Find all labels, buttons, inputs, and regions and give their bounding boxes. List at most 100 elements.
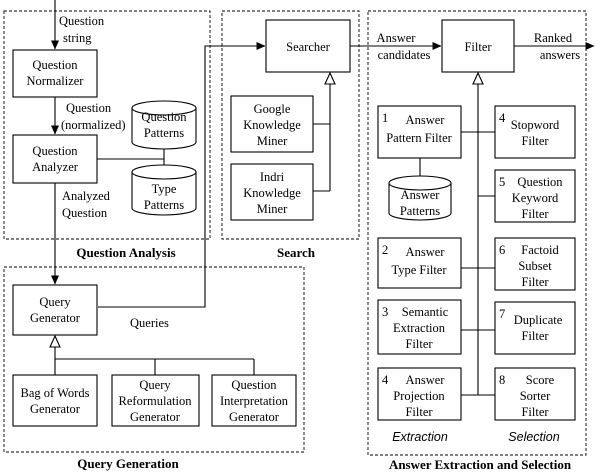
svg-text:Filter: Filter <box>405 405 433 419</box>
svg-text:Duplicate: Duplicate <box>514 313 563 327</box>
svg-text:Answer: Answer <box>406 373 446 387</box>
question-analyzer-line-1: Question <box>32 144 78 158</box>
svg-text:Semantic: Semantic <box>402 305 449 319</box>
generator-inheritance <box>49 334 255 375</box>
svg-text:3: 3 <box>382 305 388 319</box>
filter-answer-pattern: 1 Answer Pattern Filter <box>377 105 462 159</box>
svg-text:1: 1 <box>382 111 388 125</box>
bow-generator-box <box>12 374 98 427</box>
answer-patterns-line-1: Answer <box>401 188 441 202</box>
question-patterns-line-1: Question <box>141 110 187 124</box>
column-label-extraction: Extraction <box>392 430 448 444</box>
filter-score-sorter: 8 Score Sorter Filter <box>494 367 576 421</box>
question-normalizer-box <box>12 49 98 98</box>
filter-answer-type: 2 Answer Type Filter <box>377 237 462 289</box>
interpretation-generator-line-1: Question <box>231 378 277 392</box>
reformulation-generator-line-2: Reformulation <box>119 394 193 408</box>
svg-text:Pattern Filter: Pattern Filter <box>386 131 452 145</box>
section-title-search: Search <box>277 245 316 260</box>
filter-answer-projection: 4 Answer Projection Filter <box>377 367 462 421</box>
query-generator-line-1: Query <box>39 295 71 309</box>
interpretation-generator-line-3: Generator <box>229 410 280 424</box>
interpretation-generator-box <box>211 374 297 427</box>
answer-patterns-db: Answer Patterns <box>388 158 452 221</box>
indri-miner-line-2: Knowledge <box>243 186 301 200</box>
svg-text:Filter: Filter <box>521 207 549 221</box>
filter-stopword: 4 Stopword Filter <box>494 105 576 159</box>
label-question-normalized-2: (normalized) <box>61 118 126 132</box>
type-patterns-line-2: Patterns <box>144 198 184 212</box>
google-miner-box <box>230 95 314 153</box>
google-miner-line-2: Knowledge <box>243 118 301 132</box>
svg-text:Stopword: Stopword <box>511 118 560 132</box>
label-analyzed-question-2: Question <box>62 206 108 220</box>
reformulation-generator-box <box>111 374 200 427</box>
type-patterns-line-1: Type <box>152 182 177 196</box>
svg-text:4: 4 <box>499 111 506 125</box>
interpretation-generator-line-2: Interpretation <box>220 394 289 408</box>
answer-extraction-section <box>367 10 587 456</box>
svg-text:Score: Score <box>526 373 555 387</box>
bow-generator-line-1: Bag of Words <box>21 386 90 400</box>
svg-text:Subset: Subset <box>518 259 552 273</box>
reformulation-generator-line-3: Generator <box>130 410 181 424</box>
svg-text:Answer: Answer <box>406 245 446 259</box>
filter-duplicate: 7 Duplicate Filter <box>494 301 576 355</box>
label-ranked-answers-2: answers <box>540 48 580 62</box>
svg-text:7: 7 <box>499 307 505 321</box>
bow-generator-line-2: Generator <box>30 402 81 416</box>
filter-inheritance <box>461 71 495 396</box>
svg-text:Extraction: Extraction <box>393 321 446 335</box>
filter-label: Filter <box>464 40 492 54</box>
label-queries: Queries <box>130 316 169 330</box>
indri-miner-line-1: Indri <box>260 170 285 184</box>
filter-factoid-subset: 6 Factoid Subset Filter <box>494 237 576 291</box>
question-analysis-section <box>3 10 211 240</box>
label-question-string-1: Question <box>59 14 105 28</box>
type-patterns-db: Type Patterns <box>131 164 197 216</box>
searcher-box <box>265 19 351 73</box>
svg-text:Keyword: Keyword <box>512 191 559 205</box>
question-normalizer-line-2: Normalizer <box>27 74 85 88</box>
label-question-normalized-1: Question <box>66 101 112 115</box>
indri-miner-line-3: Miner <box>257 202 288 216</box>
svg-text:Filter: Filter <box>405 337 433 351</box>
query-generator-line-2: Generator <box>30 311 81 325</box>
svg-text:Filter: Filter <box>521 405 549 419</box>
svg-text:Projection: Projection <box>393 389 445 403</box>
svg-text:2: 2 <box>382 243 388 257</box>
answer-patterns-line-2: Patterns <box>400 204 440 218</box>
svg-text:5: 5 <box>499 175 505 189</box>
indri-miner-box <box>230 163 314 221</box>
query-generation-section <box>3 266 305 453</box>
label-answer-candidates-2: candidates <box>378 48 431 62</box>
label-question-string-2: string <box>63 31 92 45</box>
svg-text:Filter: Filter <box>521 329 549 343</box>
reformulation-generator-line-1: Query <box>139 378 171 392</box>
question-analyzer-box <box>12 134 98 184</box>
svg-text:Filter: Filter <box>521 134 549 148</box>
svg-text:Filter: Filter <box>521 275 549 289</box>
section-title-query-generation: Query Generation <box>77 456 179 471</box>
question-normalizer-line-1: Question <box>32 58 78 72</box>
label-answer-candidates-1: Answer <box>377 31 417 45</box>
miner-inheritance <box>313 71 336 192</box>
section-title-question-analysis: Question Analysis <box>76 245 175 260</box>
svg-text:Type Filter: Type Filter <box>391 263 447 277</box>
question-analyzer-line-2: Analyzer <box>32 160 79 174</box>
svg-text:6: 6 <box>499 243 505 257</box>
svg-text:8: 8 <box>499 373 505 387</box>
label-analyzed-question-1: Analyzed <box>62 189 111 203</box>
question-patterns-db: Question Patterns <box>131 100 197 150</box>
svg-text:Sorter: Sorter <box>520 389 551 403</box>
query-generator-box <box>12 284 98 336</box>
filter-question-keyword: 5 Question Keyword Filter <box>494 169 576 223</box>
svg-text:Question: Question <box>517 175 563 189</box>
google-miner-line-3: Miner <box>257 134 288 148</box>
search-section <box>221 10 360 240</box>
google-miner-line-1: Google <box>254 102 291 116</box>
question-patterns-line-2: Patterns <box>144 126 184 140</box>
label-ranked-answers-1: Ranked <box>534 31 573 45</box>
searcher-label: Searcher <box>286 40 331 54</box>
